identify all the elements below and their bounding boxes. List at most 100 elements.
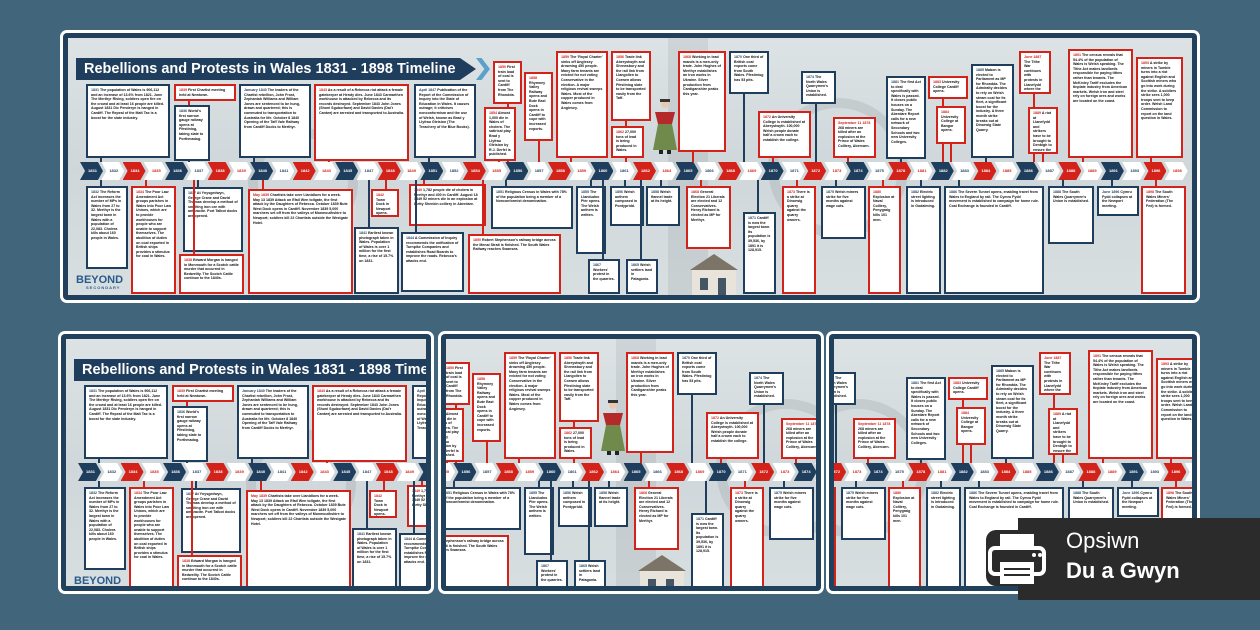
event-card: 1884 University College at Bangor opens. — [956, 407, 986, 445]
timeline-year-marker: 1862 — [633, 162, 656, 180]
timeline-year-marker: 1881 — [929, 463, 953, 481]
event-card: 1865 Welsh settlers land in Patagonia. — [574, 560, 606, 586]
event-connector — [482, 180, 484, 234]
event-date: 1844 — [404, 537, 412, 541]
event-text: The 'Royal Charter' sinks off Anglesey d… — [561, 55, 603, 110]
event-text: 27,000 tons of lead is being produced in… — [616, 130, 637, 153]
event-date: 1855 — [529, 491, 537, 495]
timeline-year-marker: 1872 — [751, 463, 775, 481]
event-text: A strike by miners in Tumble turns into … — [1141, 61, 1177, 121]
event-text: General Election 21 Liberals are elected… — [691, 190, 725, 222]
event-date: 1891 — [1073, 53, 1081, 57]
event-text: Welsh settlers land in Patagonia. — [579, 564, 601, 582]
event-text: A Commission of Inquiry recommends the u… — [406, 236, 459, 263]
timeline-year-marker: 1845 — [333, 463, 357, 481]
event-text: Welsh miners strike for five months agai… — [846, 491, 879, 509]
event-connector — [486, 442, 488, 463]
event-date: 1880 — [893, 491, 901, 495]
event-text: The Reform Act increases the number of M… — [89, 491, 120, 541]
event-text: Welsh flannel trade at its height. — [651, 190, 673, 204]
event-card: April 1847 Publication of the Report of … — [414, 84, 476, 158]
event-text: At Ynysgedwyn, George Crane and David Th… — [186, 492, 236, 519]
event-date: 1889 — [1053, 412, 1061, 416]
event-date: 1836 — [179, 109, 187, 113]
event-connector — [550, 481, 552, 560]
event-connector — [570, 158, 572, 162]
timeline-year-marker: 1886 — [1015, 162, 1039, 180]
event-card: 1834 The Poor Law Amendment Act groups p… — [131, 186, 176, 294]
badge-line-1: Opsiwn — [1066, 528, 1140, 553]
timeline-year-marker: 1837 — [184, 463, 208, 481]
event-connector — [188, 161, 190, 162]
event-card: 1832 The Reform Act increases the number… — [86, 186, 128, 269]
event-card: 1838 Edward Morgan is hanged in Monmouth… — [177, 555, 242, 586]
event-text: The census reveals that 54.4% of the pop… — [1073, 53, 1128, 103]
event-date: 1893 — [1141, 61, 1149, 65]
event-date: 1839 — [177, 389, 185, 393]
event-date: 1884 — [961, 411, 969, 415]
event-text: The leaders of the Chartist rebellion, J… — [242, 389, 298, 430]
timeline-year-marker: 1893 — [1122, 162, 1146, 180]
timeline-year-marker: 1839 — [228, 162, 252, 180]
timeline-year-marker: 1861 — [559, 463, 583, 481]
preview-part-1[interactable]: Rebellions and Protests in Wales 1831 - … — [58, 331, 434, 594]
timeline-year-marker: 1872 — [834, 463, 847, 481]
event-connector — [1005, 459, 1007, 463]
event-text: The North Wales Quarrymen's Union is est… — [834, 376, 849, 399]
event-card: 1880 Explosion at Naval Colliery, Penygr… — [868, 186, 901, 294]
timeline-year-marker: 1847 — [356, 162, 380, 180]
event-connector — [608, 481, 610, 487]
timeline-year-marker: 1878 — [888, 162, 912, 180]
event-card: 1875 Welsh miners strike for five months… — [769, 487, 814, 540]
event-date: April 1847 — [417, 389, 426, 393]
event-card: 1850 First train load of coal is sent to… — [493, 61, 522, 104]
event-date: 1858 — [477, 377, 485, 381]
timeline-year-marker: 1831 — [80, 162, 103, 180]
event-text: World's first narrow gauge railway opens… — [179, 109, 204, 141]
event-card: January 1840 The leaders of the Chartist… — [239, 84, 311, 158]
event-date: 1831 — [91, 88, 99, 92]
event-text: Edward Morgan is hanged in Monmouth for … — [182, 559, 237, 582]
timeline-year-marker: 1891 — [1100, 162, 1124, 180]
event-text: The Llandudno Pier opens. The Welsh anth… — [529, 491, 549, 518]
event-card: 1871 Cardiff is now the largest town. It… — [743, 212, 776, 294]
timeline-year-marker: 1840 — [248, 463, 272, 481]
event-connector — [326, 462, 328, 463]
timeline-year-marker: 1835 — [143, 162, 167, 180]
timeline-year-marker: 1871 — [781, 162, 805, 180]
event-text: The South Wales Quarrymen's Union is est… — [1073, 491, 1109, 505]
event-connector — [98, 459, 100, 463]
preview-part-2[interactable]: Rebellions and Protests in Wales 1831 - … — [438, 331, 824, 594]
event-text: First train load of coal is sent to Card… — [446, 366, 463, 398]
timeline-year-marker: 1872 — [803, 162, 827, 180]
timeline-year-marker: 1868 — [718, 162, 742, 180]
black-white-option-button[interactable]: Opsiwn Du a Gwyn — [986, 518, 1260, 600]
event-card: 1893 A strike by miners in Tumble turns … — [1136, 57, 1183, 158]
timeline-year-marker: 1882 — [950, 463, 974, 481]
event-date: 1838 — [182, 559, 190, 563]
event-connector — [385, 180, 387, 189]
event-card: 1868 General Election 21 Liberals are el… — [686, 186, 731, 249]
event-text: Almost 1,000 die in Wales of cholera. Th… — [489, 111, 511, 157]
event-text: Explosion at Naval Colliery, Penygraig k… — [873, 194, 895, 222]
timeline-year-marker: 1851 — [420, 162, 444, 180]
event-card: January 1840 The leaders of the Chartist… — [237, 385, 309, 459]
event-connector — [691, 395, 693, 463]
event-date: 1842 — [376, 193, 384, 197]
preview-full[interactable]: Rebellions and Protests in Wales 1831 - … — [60, 30, 1200, 303]
event-date: 1850 — [498, 65, 506, 69]
event-date: 1883 — [933, 80, 941, 84]
event-text: 1,782 people die of cholera in Merthyr a… — [414, 188, 478, 206]
timeline-year-marker: 1849 — [399, 162, 423, 180]
event-text: There is a strike at Dinorwig quarry aga… — [787, 190, 810, 222]
event-date: 1898 — [1146, 190, 1154, 194]
logo-subtext: SECONDARY — [86, 285, 121, 290]
timeline-year-marker: 1847 — [354, 463, 378, 481]
event-date: 1858 — [651, 190, 659, 194]
event-card: 1839 First Chartist meeting held at Newt… — [172, 385, 234, 402]
event-card: September 11 1878 268 miners are killed … — [781, 418, 816, 459]
event-connector — [1062, 455, 1064, 463]
timeline-year-marker: 1855 — [446, 463, 456, 481]
timeline-year-marker: 1886 — [1035, 463, 1059, 481]
event-text: Working in lead mands is a men-only trad… — [631, 356, 669, 397]
